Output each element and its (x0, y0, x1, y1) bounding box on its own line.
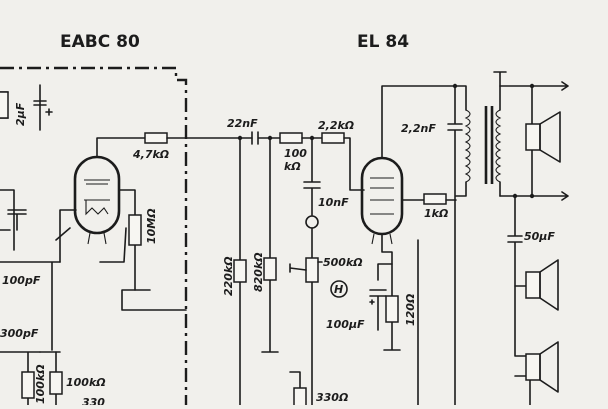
label-100: 100 (284, 147, 307, 160)
capacitor-22nF (251, 131, 281, 145)
label-50uF: 50μF (524, 230, 555, 243)
cathode-network (369, 263, 399, 331)
label-330-bottom: 330 (82, 396, 105, 405)
tone-control-network (289, 137, 323, 406)
resistor-100k-right (49, 351, 63, 406)
label-300pF: 300pF (0, 327, 39, 340)
label-22nF: 22nF (227, 117, 258, 130)
tube-label-eabc80: EABC 80 (60, 32, 140, 52)
label-500k: 500kΩ (323, 256, 363, 269)
speaker-icon-2 (525, 259, 559, 311)
label-100pF: 100pF (2, 274, 41, 287)
label-2k2: 2,2kΩ (318, 119, 354, 132)
label-10MOhm: 10MΩ (145, 208, 158, 244)
resistor-4k7 (144, 132, 168, 144)
label-820k: 820kΩ (252, 252, 265, 292)
resistor-1k (423, 193, 447, 205)
tube-label-el84: EL 84 (357, 32, 409, 52)
output-lines (499, 81, 569, 406)
output-transformer (454, 71, 507, 197)
label-220k: 220kΩ (222, 256, 235, 296)
resistor-2k2 (321, 132, 345, 144)
label-10nF: 10nF (318, 196, 349, 209)
shield-boundary (0, 66, 188, 405)
speaker-icon-3 (525, 341, 559, 393)
speaker-icon-1 (525, 111, 561, 163)
resistor-220k (233, 135, 247, 406)
left-edge-components (0, 84, 61, 353)
label-120Ohm: 120Ω (404, 294, 417, 326)
resistor-820k (261, 135, 279, 353)
label-4k7: 4,7kΩ (132, 148, 169, 161)
label-2n2F: 2,2nF (401, 122, 436, 135)
resistor-10M (128, 214, 142, 246)
switch-h: H (330, 280, 348, 298)
label-1k: 1kΩ (424, 207, 448, 220)
label-330Ohm: 330Ω (316, 391, 348, 404)
resistor-100k-left (0, 351, 41, 406)
label-100k-left: 100kΩ (34, 364, 47, 404)
label-2uF: 2μF (14, 102, 27, 126)
resistor-330 (289, 371, 307, 409)
resistor-100k-series (279, 132, 303, 144)
tube-eabc80 (55, 137, 146, 291)
capacitor-2n2 (447, 83, 463, 406)
label-100uF: 100μF (326, 318, 365, 331)
label-kOhm: kΩ (284, 160, 301, 173)
switch-h-label: H (334, 283, 343, 296)
label-100k-right: 100kΩ (66, 376, 106, 389)
